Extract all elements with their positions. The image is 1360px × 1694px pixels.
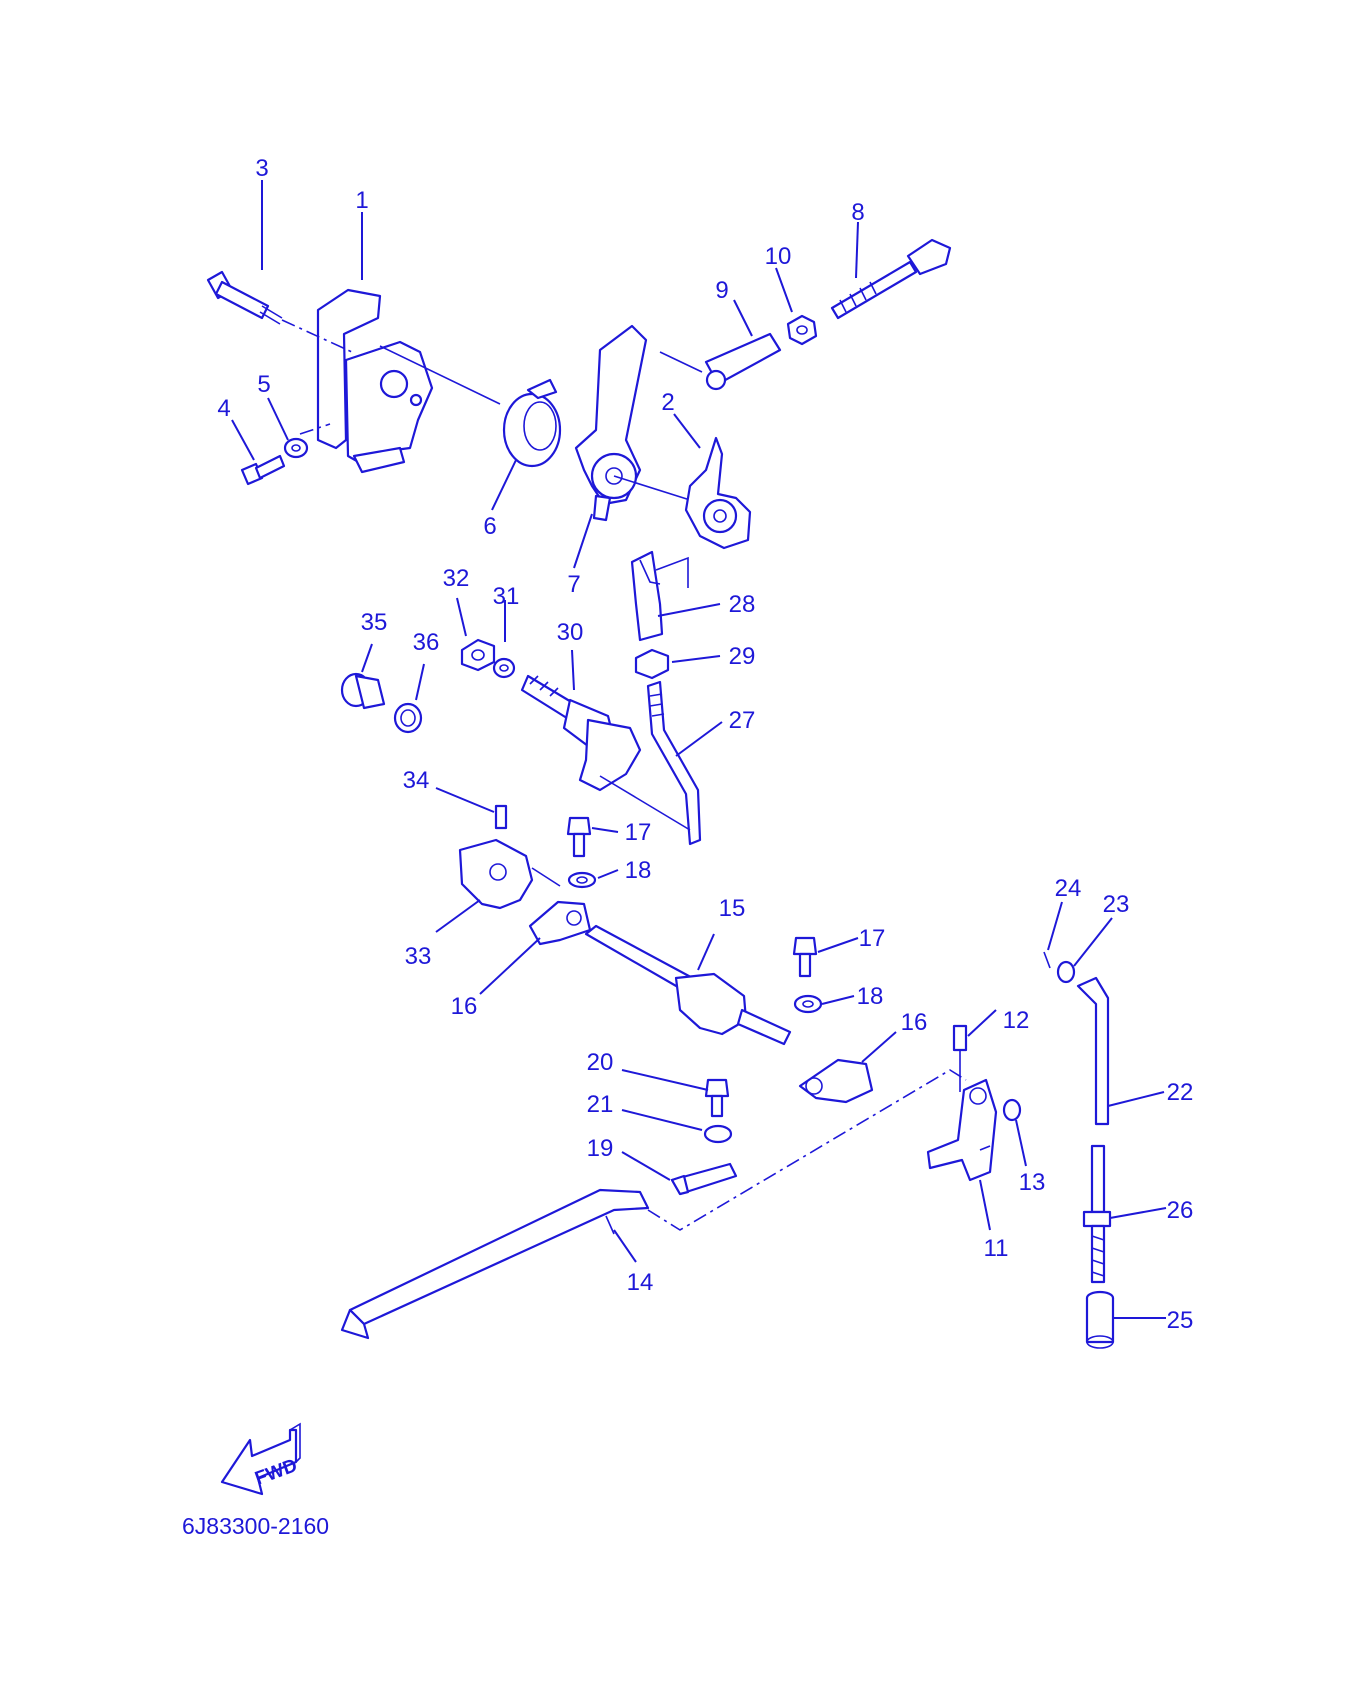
callout-17-right: 17 xyxy=(859,925,886,952)
part-1-bracket xyxy=(316,288,434,474)
callout-10: 10 xyxy=(765,243,792,270)
callout-27: 27 xyxy=(729,707,756,734)
part-17-bolt-right xyxy=(792,936,818,978)
callout-22: 22 xyxy=(1167,1079,1194,1106)
callout-16-left: 16 xyxy=(451,993,478,1020)
callout-18-upper: 18 xyxy=(625,857,652,884)
leader-lines xyxy=(231,180,1167,1319)
part-21-washer xyxy=(703,1124,733,1144)
part-18-washer-right xyxy=(793,994,823,1014)
part-5-nut xyxy=(283,437,309,459)
callout-15: 15 xyxy=(719,895,746,922)
part-33-clamp xyxy=(458,838,561,910)
callout-18-right: 18 xyxy=(857,983,884,1010)
part-17-bolt-upper xyxy=(566,816,592,858)
callout-19: 19 xyxy=(587,1135,614,1162)
callout-26: 26 xyxy=(1167,1197,1194,1224)
part-34-pin xyxy=(494,804,508,830)
part-23-washer xyxy=(1056,960,1076,984)
callout-16-right: 16 xyxy=(901,1009,928,1036)
document-number: 6J83300-2160 xyxy=(182,1513,329,1539)
callout-5: 5 xyxy=(257,371,270,398)
callout-7: 7 xyxy=(567,571,580,598)
part-24-cotter-pin xyxy=(1043,951,1051,969)
part-7-lever xyxy=(574,324,691,522)
callout-31: 31 xyxy=(493,583,520,610)
callout-8: 8 xyxy=(851,199,864,226)
part-9-rod-end xyxy=(659,332,782,391)
callout-23: 23 xyxy=(1103,891,1130,918)
part-6-bushing xyxy=(502,378,562,468)
callout-9: 9 xyxy=(715,277,728,304)
part-36-o-ring xyxy=(393,702,423,734)
callout-13: 13 xyxy=(1019,1169,1046,1196)
part-29-nut xyxy=(634,648,670,680)
callout-32: 32 xyxy=(443,565,470,592)
callout-labels: 3 1 4 5 6 7 8 9 10 2 28 29 27 30 31 32 3… xyxy=(217,155,1193,1334)
part-16-lever-right xyxy=(798,1058,874,1104)
callout-35: 35 xyxy=(361,609,388,636)
part-20-bolt xyxy=(704,1078,730,1118)
part-25-sleeve xyxy=(1085,1290,1115,1349)
part-11-bellcrank xyxy=(926,1078,998,1182)
part-35-cap xyxy=(340,672,386,710)
part-4-screw xyxy=(240,454,286,486)
part-14-control-rod xyxy=(340,1188,650,1340)
part-8-threaded-rod xyxy=(830,238,952,320)
callout-3: 3 xyxy=(255,155,268,182)
part-32-nut xyxy=(460,638,496,672)
part-22-rod xyxy=(1076,976,1110,1126)
callout-28: 28 xyxy=(729,591,756,618)
callout-4: 4 xyxy=(217,395,230,422)
callout-20: 20 xyxy=(587,1049,614,1076)
callout-24: 24 xyxy=(1055,875,1082,902)
callout-2: 2 xyxy=(661,389,674,416)
part-12-pin xyxy=(952,1024,968,1092)
callout-17-upper: 17 xyxy=(625,819,652,846)
callout-11: 11 xyxy=(984,1235,1009,1262)
part-2-cam-plate xyxy=(684,436,752,550)
callout-25: 25 xyxy=(1167,1307,1194,1334)
part-28-link-end xyxy=(630,550,689,642)
part-15-shift-shaft xyxy=(584,924,792,1046)
callout-6: 6 xyxy=(483,513,496,540)
part-18-washer-upper xyxy=(567,871,597,889)
callout-29: 29 xyxy=(729,643,756,670)
part-31-washer xyxy=(492,657,516,679)
part-30-shaft xyxy=(520,674,691,831)
callout-36: 36 xyxy=(413,629,440,656)
callout-33: 33 xyxy=(405,943,432,970)
part-19-plate xyxy=(670,1162,738,1196)
callout-14: 14 xyxy=(627,1269,654,1296)
part-3-bolt xyxy=(206,270,283,325)
part-26-coupler xyxy=(1082,1144,1112,1284)
callout-30: 30 xyxy=(557,619,584,646)
callout-21: 21 xyxy=(587,1091,614,1118)
callout-34: 34 xyxy=(403,767,430,794)
part-27-link-rod xyxy=(646,680,702,846)
callout-12: 12 xyxy=(1003,1007,1030,1034)
part-10-nut xyxy=(786,314,818,346)
forward-direction-arrow-icon: FWD xyxy=(220,1422,301,1496)
part-13-washer xyxy=(1002,1098,1022,1122)
callout-1: 1 xyxy=(355,187,368,214)
